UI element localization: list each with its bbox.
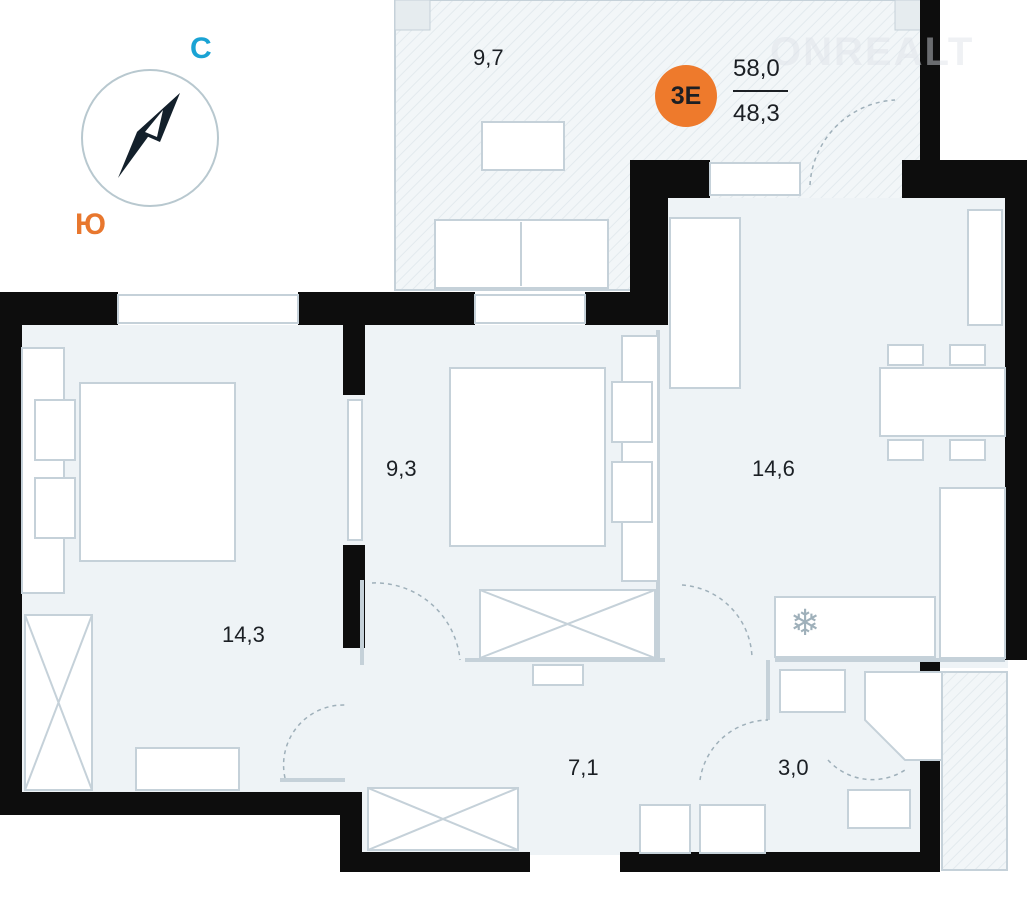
room-area-bedroom-middle: 9,3 [386, 456, 417, 481]
room-area-balcony: 9,7 [473, 45, 504, 70]
room-area-hallway: 7,1 [568, 755, 599, 780]
south-label: Ю [75, 208, 106, 241]
total-area: 58,0 [733, 55, 780, 82]
windows [117, 162, 1003, 541]
loggia [941, 671, 1008, 871]
room-area-bathroom: 3,0 [778, 755, 809, 780]
apartment-type-badge: 3E [655, 65, 717, 127]
north-label: С [190, 32, 212, 65]
walls [0, 0, 1027, 872]
room-area-living-kitchen: 14,6 [752, 456, 795, 481]
furniture [21, 121, 1006, 854]
freezer-icon: ❄ [790, 602, 820, 643]
room-area-bedroom-left: 14,3 [222, 622, 265, 647]
compass-icon [81, 69, 219, 207]
living-area: 48,3 [733, 100, 780, 127]
area-divider [733, 90, 788, 92]
door-swings [282, 99, 906, 781]
watermark: ONREALT [770, 30, 975, 74]
